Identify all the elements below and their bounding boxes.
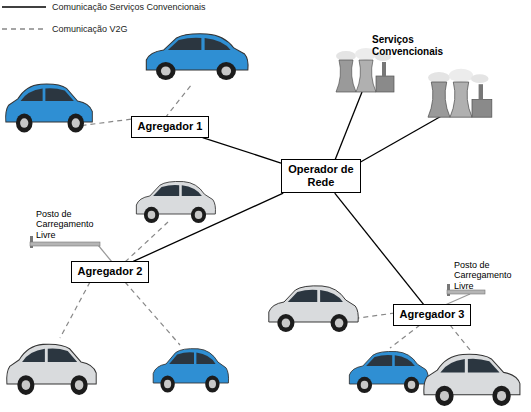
aggregator-box: Agregador 2 [71, 261, 150, 282]
legend-line-sample [2, 25, 48, 33]
operator-box: Operador de Rede [281, 159, 361, 193]
service-connector [203, 138, 281, 163]
service-connector [335, 193, 424, 304]
box-text: Operador de Rede [288, 163, 354, 189]
electric-car [136, 181, 215, 223]
power-plant [428, 69, 492, 117]
charging-post-label: Posto de Carregamento Livre [36, 209, 108, 240]
electric-car [146, 34, 248, 80]
electric-car [6, 84, 93, 132]
v2g-line [60, 84, 470, 350]
charging-post-label: Posto de Carregamento Livre [454, 260, 526, 291]
aggregator-box: Agregador 1 [131, 116, 210, 137]
post-line [98, 245, 470, 305]
service-connector [133, 193, 283, 261]
services-label: Serviços Convencionais [372, 34, 458, 57]
electric-car [269, 286, 358, 332]
legend-line-sample [2, 3, 48, 11]
box-text: Agregador 1 [138, 120, 203, 133]
service-line [335, 92, 445, 168]
electric-car [7, 344, 96, 395]
legend-text: Comunicação Serviços Convencionais [52, 2, 206, 12]
electric-car [424, 354, 520, 406]
charging-post [30, 236, 485, 296]
electric-car [349, 351, 428, 393]
legend-entry: Comunicação Serviços Convencionais [2, 2, 206, 12]
electric-car [153, 349, 228, 393]
box-text: Agregador 2 [78, 265, 143, 278]
legend-text: Comunicação V2G [52, 24, 128, 34]
aggregator-box: Agregador 3 [393, 304, 472, 325]
legend-entry: Comunicação V2G [2, 24, 128, 34]
box-text: Agregador 3 [400, 308, 465, 321]
